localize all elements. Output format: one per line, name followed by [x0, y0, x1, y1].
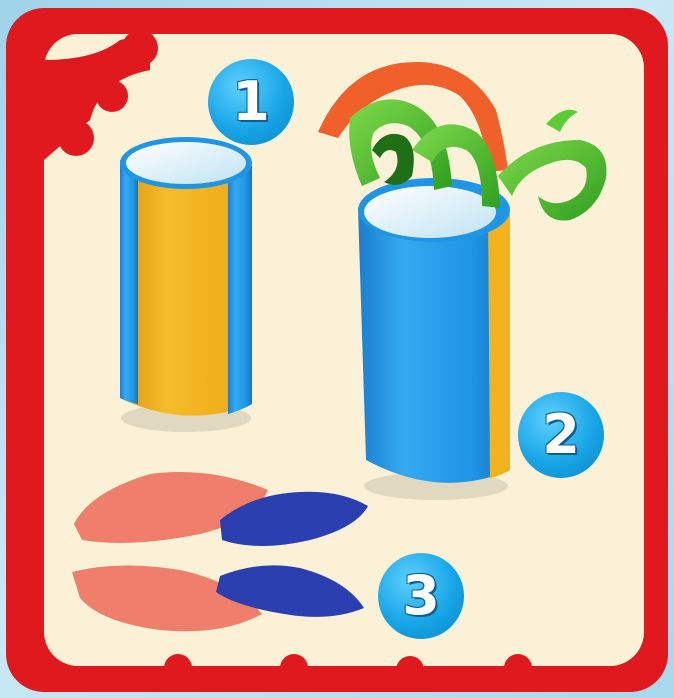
step-number-badge: 1 — [208, 59, 294, 145]
step-number: 1 — [232, 70, 270, 133]
step-number: 2 — [542, 403, 580, 466]
step-number-badge: 2 — [518, 392, 604, 478]
step-number-badge: 3 — [378, 553, 464, 639]
step-number: 3 — [402, 564, 440, 627]
paper-tube-icon — [120, 137, 252, 432]
